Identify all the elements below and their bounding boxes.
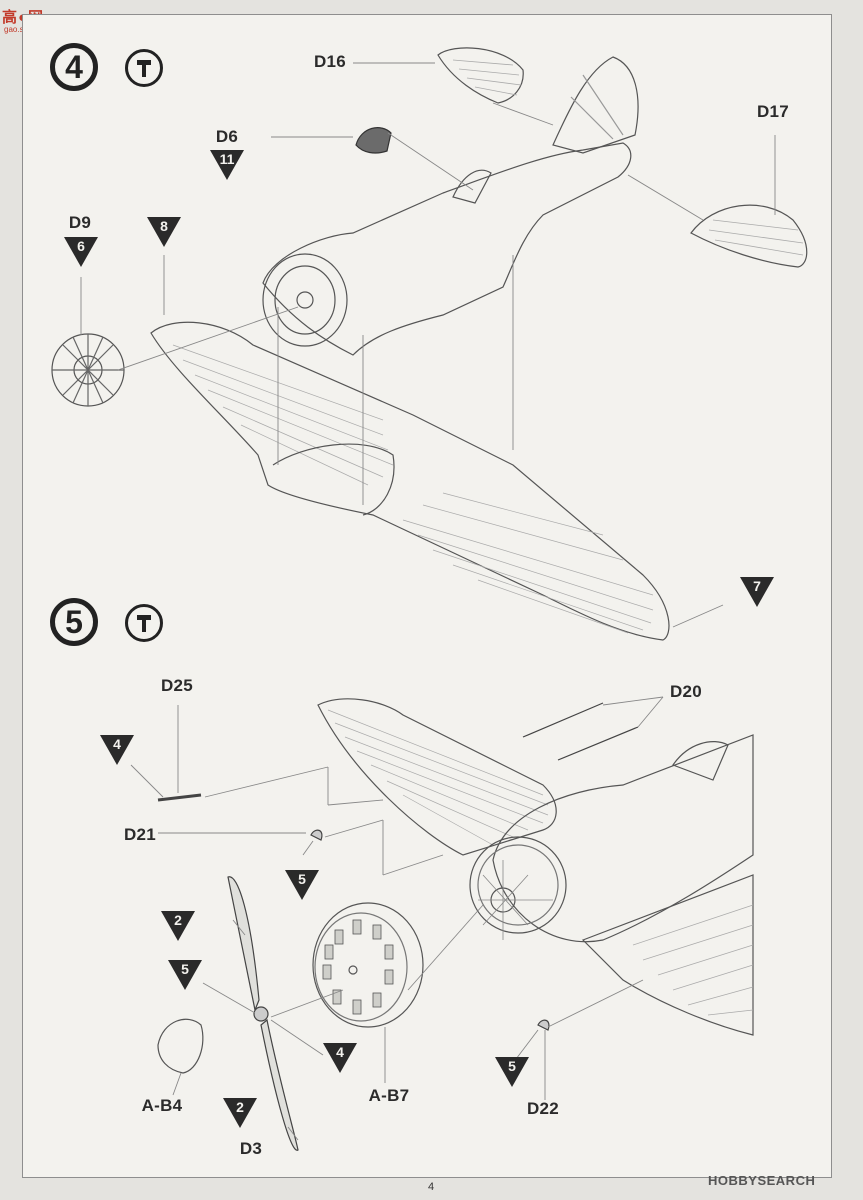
glue-tool-icon-glyph — [137, 615, 151, 632]
color-reference-triangle-icon — [161, 911, 195, 941]
marker-2-lower: 2 — [223, 1098, 257, 1128]
label-d9: D9 — [68, 213, 92, 232]
color-reference-triangle-icon — [495, 1057, 529, 1087]
color-reference-triangle-icon — [64, 237, 98, 267]
color-reference-triangle-icon — [168, 960, 202, 990]
step-5-badge: 5 — [50, 598, 98, 646]
cowling-a-b7 — [312, 902, 424, 1028]
page-number: 4 — [427, 1181, 435, 1193]
strut-d20-b — [557, 726, 639, 761]
marker-5-d21: 5 — [285, 870, 319, 900]
label-a-b7: A-B7 — [368, 1086, 410, 1105]
label-d3: D3 — [239, 1139, 263, 1158]
label-d25: D25 — [160, 676, 194, 695]
part-d21 — [310, 829, 323, 841]
watermark-hobbysearch: HOBBYSEARCH — [708, 1173, 816, 1188]
color-reference-triangle-icon — [100, 735, 134, 765]
color-reference-triangle-icon — [210, 150, 244, 180]
color-reference-triangle-icon — [147, 217, 181, 247]
marker-4-upper: 4 — [100, 735, 134, 765]
marker-2-upper: 2 — [161, 911, 195, 941]
stabilizer-d16 — [437, 47, 524, 104]
part-d22 — [537, 1019, 550, 1031]
marker-11: 11 — [210, 150, 244, 180]
label-d16: D16 — [313, 52, 347, 71]
color-reference-triangle-icon — [323, 1043, 357, 1073]
spinner-a-b4 — [157, 1018, 204, 1074]
label-d21: D21 — [123, 825, 157, 844]
wing-step4 — [150, 321, 670, 641]
fuselage-step4 — [262, 56, 639, 356]
color-reference-triangle-icon — [740, 577, 774, 607]
part-d25 — [157, 793, 202, 802]
canopy-part-d6 — [355, 127, 392, 154]
label-d17: D17 — [756, 102, 790, 121]
glue-tool-icon — [125, 49, 163, 87]
engine-d9 — [51, 333, 125, 407]
glue-tool-icon-glyph — [137, 60, 151, 77]
label-d6: D6 — [215, 127, 239, 146]
marker-8: 8 — [147, 217, 181, 247]
color-reference-triangle-icon — [223, 1098, 257, 1128]
strut-d20-a — [522, 702, 604, 738]
stabilizer-d17 — [690, 204, 808, 268]
label-d22: D22 — [526, 1099, 560, 1118]
marker-5-d22: 5 — [495, 1057, 529, 1087]
marker-4-lower: 4 — [323, 1043, 357, 1073]
propeller-d3 — [227, 876, 299, 1151]
color-reference-triangle-icon — [285, 870, 319, 900]
step-4-badge: 4 — [50, 43, 98, 91]
label-a-b4: A-B4 — [141, 1096, 183, 1115]
marker-7: 7 — [740, 577, 774, 607]
assembly-drawing — [51, 47, 808, 1151]
glue-tool-icon — [125, 604, 163, 642]
marker-5-prop: 5 — [168, 960, 202, 990]
marker-6: 6 — [64, 237, 98, 267]
aircraft-step5 — [317, 698, 754, 1036]
label-d20: D20 — [669, 682, 703, 701]
instruction-page: 4 5 D16 D17 D6 D9 D25 D20 D21 D22 D3 A-B… — [22, 14, 832, 1178]
